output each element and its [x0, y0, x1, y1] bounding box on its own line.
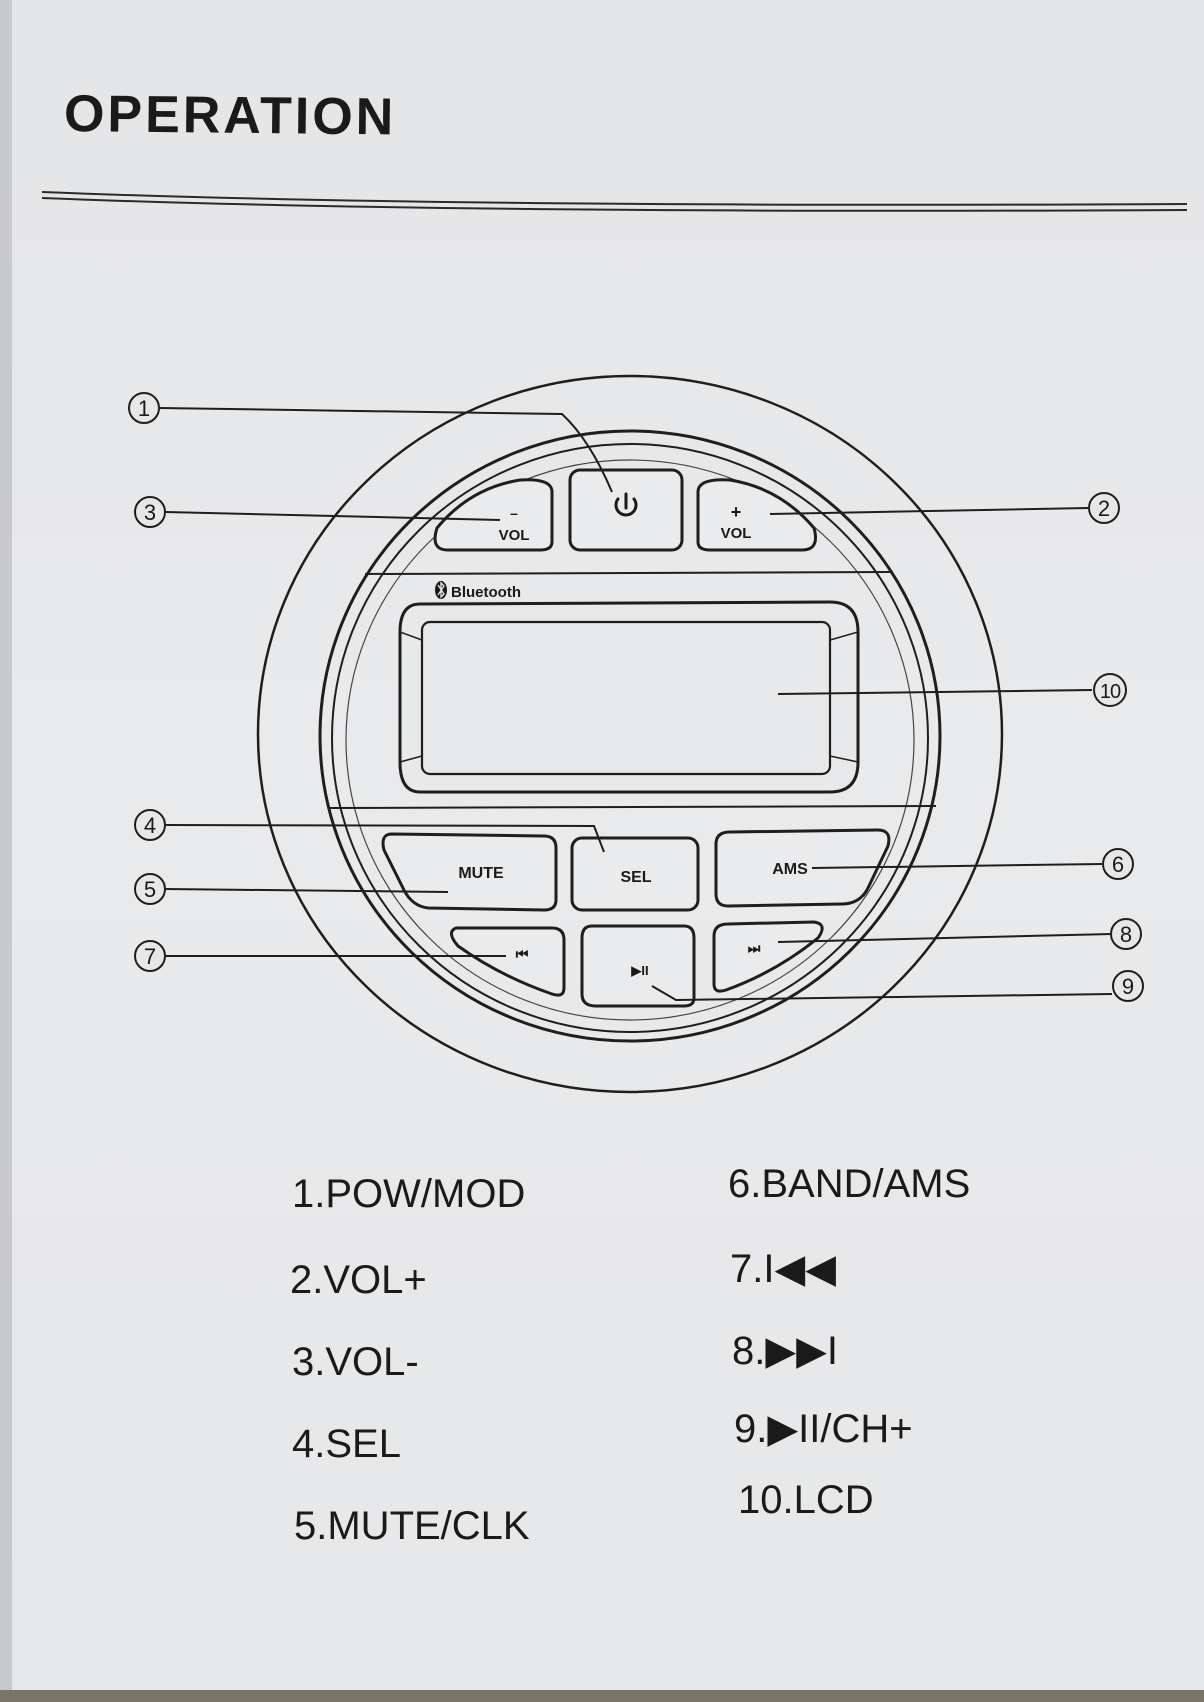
vol-plus-button[interactable]: + VOL [696, 478, 817, 552]
legend-item-8: 8.▶▶I [732, 1329, 838, 1373]
face-plate-inner [331, 443, 929, 1033]
bluetooth-icon [435, 581, 447, 599]
svg-text:6: 6 [1112, 852, 1124, 877]
vol-minus-button[interactable]: – VOL [433, 478, 554, 552]
play-pause-icon: ▶II [630, 963, 648, 978]
prev-track-button[interactable]: ⏮ [450, 926, 566, 997]
top-separator [364, 571, 894, 575]
next-track-button[interactable]: ⏭ [712, 920, 824, 993]
bottom-separator [327, 805, 937, 809]
legend-item-2: 2.VOL+ [290, 1258, 427, 1302]
legend-item-5: 5.MUTE/CLK [294, 1504, 530, 1548]
face-plate-ring [345, 459, 915, 1021]
callout-5: 5 [134, 873, 166, 905]
svg-text:2: 2 [1098, 496, 1110, 521]
table-surface [0, 1690, 1204, 1702]
sel-label: SEL [620, 869, 651, 886]
power-button[interactable] [568, 468, 684, 552]
device-diagram: – VOL + VOL Bluetooth MUTE [128, 374, 1144, 1094]
leader-8 [777, 933, 1113, 943]
bluetooth-badge: Bluetooth [435, 581, 521, 601]
vol-plus-label: VOL [721, 525, 752, 542]
leader-9 [651, 985, 1113, 1002]
legend-item-6: 6.BAND/AMS [728, 1162, 971, 1206]
mute-button[interactable]: MUTE [381, 832, 558, 912]
callout-9: 9 [1112, 970, 1144, 1002]
next-track-icon: ⏭ [748, 941, 761, 957]
svg-text:5: 5 [144, 877, 156, 902]
svg-text:3: 3 [144, 500, 156, 525]
leader-10 [777, 689, 1093, 695]
mute-label: MUTE [458, 865, 504, 882]
bluetooth-label: Bluetooth [451, 584, 521, 601]
leader-3 [165, 511, 501, 521]
legend-item-10: 10.LCD [738, 1478, 874, 1522]
svg-text:10: 10 [1100, 681, 1121, 703]
ams-button[interactable]: AMS [714, 828, 891, 908]
svg-text:9: 9 [1122, 974, 1134, 999]
power-icon [614, 492, 638, 517]
vol-minus-label: VOL [499, 527, 530, 544]
svg-text:8: 8 [1120, 922, 1132, 947]
leader-4 [165, 824, 605, 853]
legend-item-7: 7.I◀◀ [730, 1247, 836, 1291]
callout-10: 10 [1093, 673, 1127, 707]
vol-minus-sign: – [510, 505, 518, 521]
leader-5 [165, 888, 449, 893]
legend-item-9: 9.▶II/CH+ [734, 1407, 913, 1451]
legend-item-4: 4.SEL [292, 1422, 401, 1466]
prev-track-icon: ⏮ [516, 947, 529, 963]
sel-button[interactable]: SEL [570, 836, 700, 912]
leader-6 [811, 863, 1103, 869]
ams-label: AMS [772, 861, 808, 878]
callout-7: 7 [134, 940, 166, 972]
lcd-screen [398, 600, 860, 794]
face-plate [318, 429, 942, 1043]
callout-2: 2 [1088, 492, 1120, 524]
leader-2 [769, 507, 1089, 515]
callout-4: 4 [134, 809, 166, 841]
legend-item-3: 3.VOL- [292, 1340, 419, 1384]
callout-8: 8 [1110, 918, 1142, 950]
callout-1: 1 [128, 392, 160, 424]
title-divider [42, 191, 1188, 212]
legend-item-1: 1.POW/MOD [292, 1172, 526, 1216]
leader-lines [159, 407, 1113, 1002]
outer-bezel [256, 374, 1004, 1094]
callout-3: 3 [134, 496, 166, 528]
callout-6: 6 [1102, 848, 1134, 880]
leader-1 [159, 407, 613, 493]
svg-text:1: 1 [138, 396, 150, 421]
svg-text:4: 4 [144, 813, 156, 838]
svg-text:7: 7 [144, 944, 156, 969]
vol-plus-sign: + [731, 502, 742, 522]
play-pause-button[interactable]: ▶II [580, 924, 696, 1008]
